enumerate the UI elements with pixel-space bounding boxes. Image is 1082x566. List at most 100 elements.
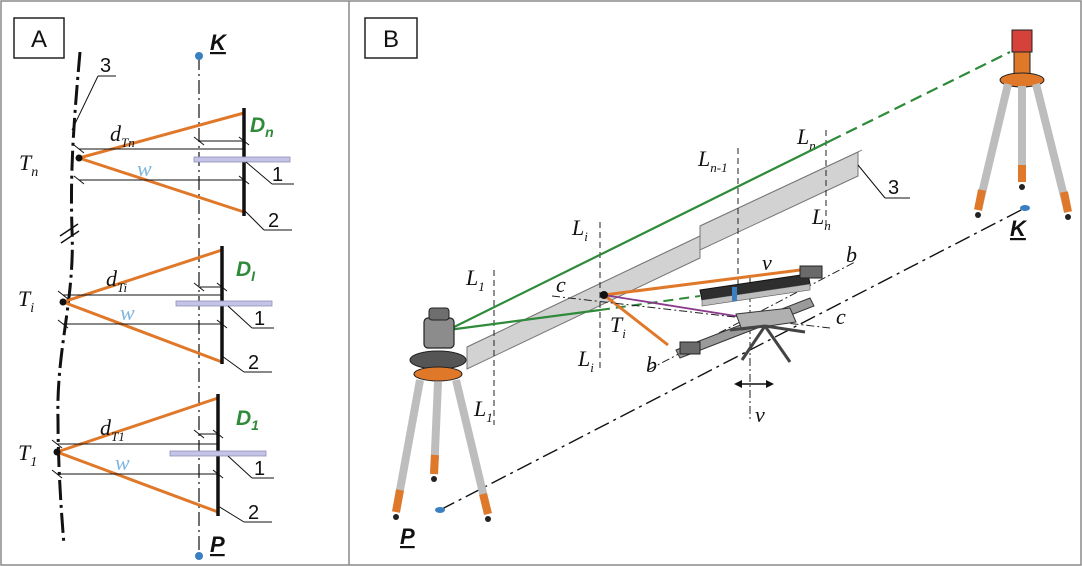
sight-upper: [56, 396, 219, 454]
station-label: Tn: [19, 150, 38, 180]
tick-4: [73, 175, 85, 185]
D-label: D1: [236, 407, 259, 433]
orange-line-lower: [603, 293, 669, 347]
point-k-label: K: [1010, 216, 1028, 241]
ruler-leader: [227, 455, 253, 479]
purple-line: [603, 294, 749, 319]
tick-3: [73, 144, 85, 154]
tripod-leg-3: [452, 379, 492, 515]
target-leader: [243, 209, 265, 231]
beam-label: 3: [888, 177, 899, 199]
beam-leader: [857, 164, 886, 199]
v-arrow-head-right: [766, 380, 774, 388]
sight-lower: [62, 300, 223, 364]
panel-b-tag-box: [364, 17, 418, 59]
station-ti-dot: [600, 291, 608, 299]
tick-3: [57, 290, 69, 300]
measuring-device: [675, 265, 823, 363]
tick-2: [238, 136, 250, 146]
tripod-leg-2-end: [430, 454, 439, 475]
station-ti-label: Ti: [610, 312, 626, 341]
target-neck: [1013, 51, 1031, 75]
device-leg-2: [763, 325, 792, 363]
break-mark-2: [60, 230, 80, 244]
foot-1: [975, 212, 981, 218]
tick-1: [193, 429, 205, 439]
d-label: dT1: [100, 415, 125, 444]
label-ln1: Ln-1: [697, 146, 728, 175]
axis-v-label-top: v: [762, 250, 772, 275]
sight-lower: [78, 156, 245, 214]
point-p-marker: [435, 507, 445, 513]
tick-4: [51, 469, 63, 479]
instrument-base: [409, 350, 467, 370]
station-label: T1: [18, 440, 37, 470]
beam-top-right: [699, 149, 863, 227]
axis-c-label-left: c: [556, 272, 566, 297]
tick-1: [193, 136, 205, 146]
device-leg-4: [729, 324, 766, 332]
axis-c: [551, 295, 831, 329]
device-leg-3: [764, 324, 806, 334]
w-label: w: [120, 300, 135, 325]
station-dot: [53, 448, 61, 456]
sight-lower: [56, 450, 219, 514]
device-marker: [732, 287, 737, 301]
tick-5: [216, 319, 228, 329]
point-p-label: P: [210, 532, 225, 557]
device-body: [735, 307, 797, 331]
point-k-label: K: [210, 30, 228, 55]
target-label: 2: [268, 210, 279, 232]
device-leg-1: [740, 325, 767, 361]
foot-1: [393, 514, 399, 520]
tripod-leg-1-end: [974, 189, 986, 211]
panel-a-tag-box: [13, 17, 65, 59]
point-p-dot: [195, 552, 203, 560]
label-li-top: Li: [571, 215, 588, 244]
tick-3: [51, 439, 63, 449]
station-label: Ti: [18, 286, 34, 316]
sight-upper: [62, 248, 223, 304]
ruler-1: [169, 450, 267, 457]
tick-2: [216, 282, 228, 292]
tick-1: [193, 282, 205, 292]
foot-2: [431, 476, 437, 482]
station-dot: [59, 298, 67, 306]
foot-3: [485, 516, 491, 522]
station-dot: [75, 154, 83, 162]
green-line-to-k: [447, 140, 831, 331]
d-label: dTn: [110, 121, 135, 150]
v-arrow-head-left: [734, 380, 742, 388]
w-label: w: [115, 450, 130, 475]
tick-4: [57, 319, 69, 329]
axis-c-label-right: c: [836, 304, 846, 329]
green-line-to-ti: [447, 308, 601, 332]
tick-2: [212, 429, 224, 439]
tick-5: [238, 175, 250, 185]
ruler-label: 1: [254, 458, 265, 480]
tripod-head-orange: [413, 366, 463, 382]
break-mark-1: [59, 223, 79, 237]
curve-3: [56, 51, 82, 546]
ruler-1: [175, 300, 273, 307]
foot-3: [1065, 214, 1071, 220]
target-leader: [221, 355, 245, 373]
green-dashed-to-k: [829, 51, 1011, 142]
ruler-1: [193, 156, 291, 163]
tripod-leg-1-end: [392, 489, 404, 513]
instrument-top: [428, 307, 450, 321]
target-label: 2: [248, 502, 259, 524]
foot-2: [1019, 184, 1025, 190]
label-l1-bottom: L1: [473, 396, 493, 425]
w-label: w: [137, 156, 152, 181]
label-l1-top: L1: [465, 265, 485, 294]
target-label: 2: [248, 352, 259, 374]
point-p-label: P: [400, 524, 415, 549]
label-ln-top: Ln: [796, 124, 816, 153]
device-rail-face: [701, 283, 811, 307]
tripod-leg-3-end: [479, 493, 492, 515]
device-box-near: [679, 341, 701, 355]
reference-line-pk: [439, 207, 1026, 511]
axis-b-label-bottom: b: [646, 352, 657, 377]
